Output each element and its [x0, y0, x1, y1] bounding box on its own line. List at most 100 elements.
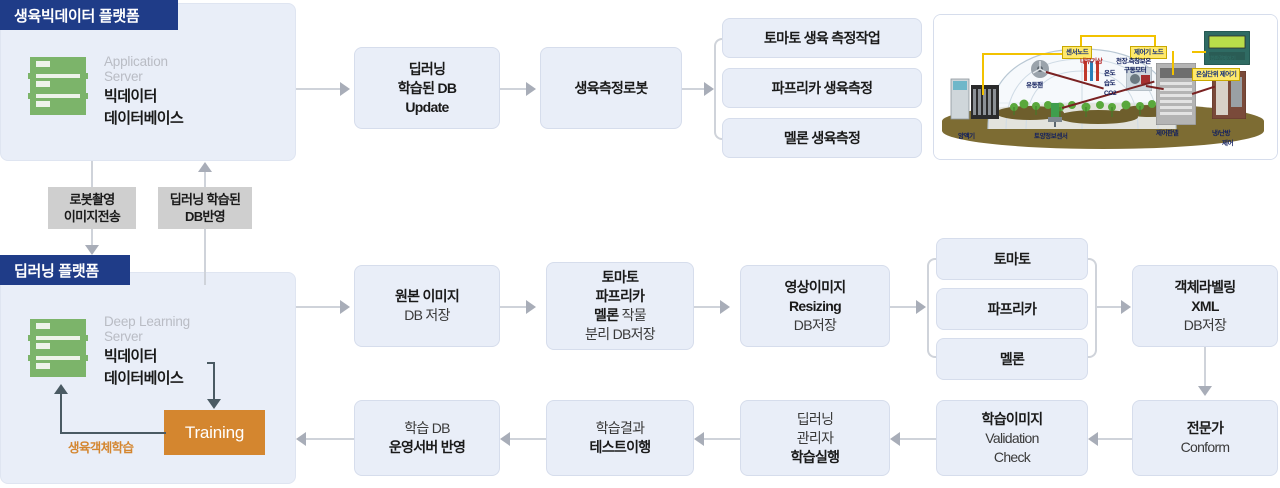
box-paprika-growth-measurement[interactable]: 파프리카 생육측정 — [722, 68, 922, 108]
wire-top-ridge — [1080, 35, 1156, 37]
connector-b5-to-b6 — [1098, 438, 1132, 440]
box-deeplearning-db-update[interactable]: 딥러닝 학습된 DB Update — [354, 47, 500, 129]
panel-tab-growth-bigdata: 생육빅데이터 플랫폼 — [0, 0, 178, 30]
arrow-to-b1 — [340, 300, 350, 314]
arrow-to-b6 — [1088, 432, 1098, 446]
crop-brace-right — [1087, 258, 1097, 358]
box-dl-manager-run-training[interactable]: 딥러닝 관리자 학습실행 — [740, 400, 890, 476]
box-line2: DB 저장 — [404, 307, 450, 323]
connector-bottom-to-note2 — [204, 229, 206, 285]
box-line2: 학습된 DB — [397, 79, 457, 96]
note2-line1: 딥러닝 학습된 — [169, 192, 241, 207]
box-line3: DB저장 — [793, 316, 837, 333]
branch-brace-top — [714, 38, 724, 140]
arrow-to-b4 — [1121, 300, 1131, 314]
dl-server-title-line2: 데이터베이스 — [104, 370, 184, 387]
connector-b8-to-b9 — [510, 438, 546, 440]
label-temperature: 온도 — [1104, 70, 1116, 77]
box-image-resizing-db-save[interactable]: 영상이미지 Resizing DB저장 — [740, 265, 890, 347]
box-line2: 운영서버 반영 — [388, 439, 466, 455]
panel-tab-label-dl: 딥러닝 플랫폼 — [14, 262, 99, 280]
connector-b4-to-b5 — [1204, 347, 1206, 386]
box-label: 멜론 생육측정 — [783, 129, 861, 146]
box-expert-conform[interactable]: 전문가 Conform — [1132, 400, 1278, 476]
application-server-icon-group — [28, 56, 88, 118]
connector-b2-to-b3 — [694, 306, 720, 308]
application-server-subtitle-line2: Server — [104, 69, 143, 84]
box-line2: Resizing — [789, 297, 842, 314]
connector-b3-to-crops — [890, 306, 916, 308]
box-original-image-db-save[interactable]: 원본 이미지 DB 저장 — [354, 265, 500, 347]
box-tomato-growth-measurement-task[interactable]: 토마토 생육 측정작업 — [722, 18, 922, 58]
server-rack-icon — [28, 57, 88, 115]
box-line2: Conform — [1180, 439, 1230, 455]
note-db-reflect: 딥러닝 학습된 DB반영 — [158, 187, 252, 229]
box-label: 생육측정로봇 — [574, 79, 648, 96]
box-line3: 학습실행 — [790, 448, 840, 465]
connector-step2-to-branch — [682, 88, 704, 90]
environment-controller-device-icon — [1204, 31, 1250, 65]
arrow-to-b2 — [526, 300, 536, 314]
box-line1: 학습결과 — [595, 420, 645, 436]
connector-db-to-training-h — [207, 362, 215, 364]
box-label: 파프리카 생육측정 — [771, 79, 873, 96]
box-label: 토마토 생육 측정작업 — [764, 29, 881, 46]
arrow-to-crops — [916, 300, 926, 314]
box-line1: 학습이미지 — [981, 410, 1044, 427]
connector-training-loop-v — [60, 392, 62, 433]
box-crop-tomato[interactable]: 토마토 — [936, 238, 1088, 280]
arrow-training-to-db — [54, 384, 68, 394]
label-composite-env-controller: 복합환경제어기 — [1206, 56, 1236, 62]
box-line3: 멜론 작물 — [585, 306, 655, 325]
label-control-panel: 제어판넬 — [1156, 130, 1179, 137]
drive-motor-photo-icon — [1126, 67, 1152, 91]
arrow-to-branch — [704, 82, 714, 96]
connector-dlpanel-to-b1 — [296, 306, 340, 308]
label-soil-sensor: 토양정보센서 — [1034, 133, 1068, 140]
box-line1: 토마토 — [601, 269, 639, 285]
tag-greenhouse-unit-controller: 온실단위 제어기 — [1192, 68, 1241, 81]
box-line1: 원본 이미지 — [394, 288, 460, 304]
application-server-subtitle-line1: Application — [104, 54, 168, 69]
connector-note2-to-top — [204, 172, 206, 188]
label-drive-motor: 구동모터 — [1124, 67, 1147, 74]
note1-line2: 이미지전송 — [63, 209, 121, 224]
training-block[interactable]: Training — [164, 410, 265, 455]
label-humidity: 습도 — [1104, 80, 1116, 87]
connector-b6-to-b7 — [900, 438, 936, 440]
box-crop-melon[interactable]: 멜론 — [936, 338, 1088, 380]
arrow-down-to-expert — [1198, 386, 1212, 396]
box-label: 멜론 — [999, 350, 1025, 367]
box-line1: 객체라벨링 — [1174, 278, 1237, 295]
box-training-result-test[interactable]: 학습결과 테스트이행 — [546, 400, 694, 476]
arrow-to-b3 — [720, 300, 730, 314]
box-crop-separation-db-save[interactable]: 토마토 파프리카 멜론 작물 분리 DB저장 — [546, 262, 694, 350]
arrow-to-dlpanel — [296, 432, 306, 446]
box-melon-growth-measurement[interactable]: 멜론 생육측정 — [722, 118, 922, 158]
soil-sensor-icon — [1048, 103, 1062, 127]
box-crop-paprika[interactable]: 파프리카 — [936, 288, 1088, 330]
box-training-image-validation-check[interactable]: 학습이미지 Validation Check — [936, 400, 1088, 476]
connector-db-to-training-v — [213, 362, 215, 400]
arrow-down-to-dl-platform — [85, 245, 99, 255]
training-loop-label: 생육객체학습 — [68, 441, 134, 455]
box-growth-measuring-robot[interactable]: 생육측정로봇 — [540, 47, 682, 129]
connector-b7-to-b8 — [704, 438, 740, 440]
label-nutrient-machine: 양액기 — [958, 133, 975, 140]
tag-controller-node: 제어기 노드 — [1130, 46, 1168, 59]
connector-training-loop-h — [60, 432, 166, 434]
box-object-labeling-xml[interactable]: 객체라벨링 XML DB저장 — [1132, 265, 1278, 347]
label-cooling-heating: 냉/난방 — [1212, 130, 1231, 137]
box-line2: Validation — [985, 429, 1039, 446]
box-line3: Update — [405, 98, 449, 115]
box-line4: 분리 DB저장 — [585, 326, 656, 342]
greenhouse-illustration-panel: 센서노드 제어기 노드 온실단위 제어기 내부기상 천장.측창보온 구동모터 온… — [933, 14, 1278, 160]
box-training-db-to-ops-server[interactable]: 학습 DB 운영서버 반영 — [354, 400, 500, 476]
training-label: Training — [184, 422, 245, 442]
box-line3: DB저장 — [1183, 316, 1227, 333]
box-line2: 테스트이행 — [589, 439, 652, 455]
weather-sensor-bars-icon — [1084, 61, 1099, 81]
crop-brace-left — [927, 258, 937, 358]
crop-beds-icon — [996, 99, 1180, 124]
wire-controller-to-panel — [1172, 51, 1174, 75]
